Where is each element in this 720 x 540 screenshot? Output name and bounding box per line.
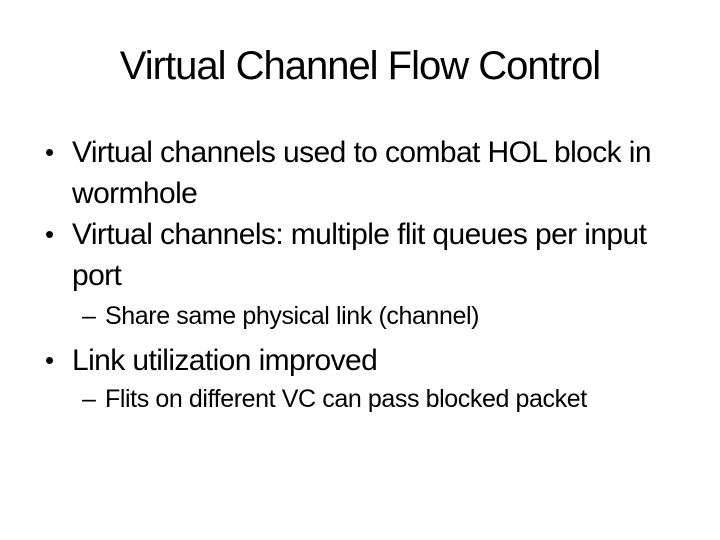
- bullet-marker-icon: •: [45, 345, 54, 375]
- bullet-item: – Share same physical link (channel): [0, 300, 720, 333]
- bullet-text-line: wormhole: [72, 177, 198, 210]
- bullet-item: • Virtual channels: multiple flit queues…: [0, 214, 720, 296]
- bullet-item: – Flits on different VC can pass blocked…: [0, 383, 720, 416]
- bullet-marker-icon: –: [82, 302, 96, 330]
- bullet-text-line: Link utilization improved: [72, 344, 378, 377]
- bullet-text-line: Flits on different VC can pass blocked p…: [105, 385, 587, 413]
- bullet-item: • Virtual channels used to combat HOL bl…: [0, 132, 720, 214]
- bullet-marker-icon: •: [45, 137, 54, 167]
- bullet-item: • Link utilization improved: [0, 340, 720, 381]
- slide-body: • Virtual channels used to combat HOL bl…: [0, 132, 720, 416]
- slide-title: Virtual Channel Flow Control: [119, 44, 601, 88]
- bullet-marker-icon: –: [82, 385, 96, 413]
- bullet-text-line: Virtual channels used to combat HOL bloc…: [72, 136, 652, 169]
- bullet-text-line: Virtual channels: multiple flit queues p…: [72, 218, 647, 251]
- bullet-text-line: Share same physical link (channel): [105, 302, 480, 330]
- bullet-text-line: port: [72, 259, 122, 292]
- bullet-marker-icon: •: [45, 219, 54, 249]
